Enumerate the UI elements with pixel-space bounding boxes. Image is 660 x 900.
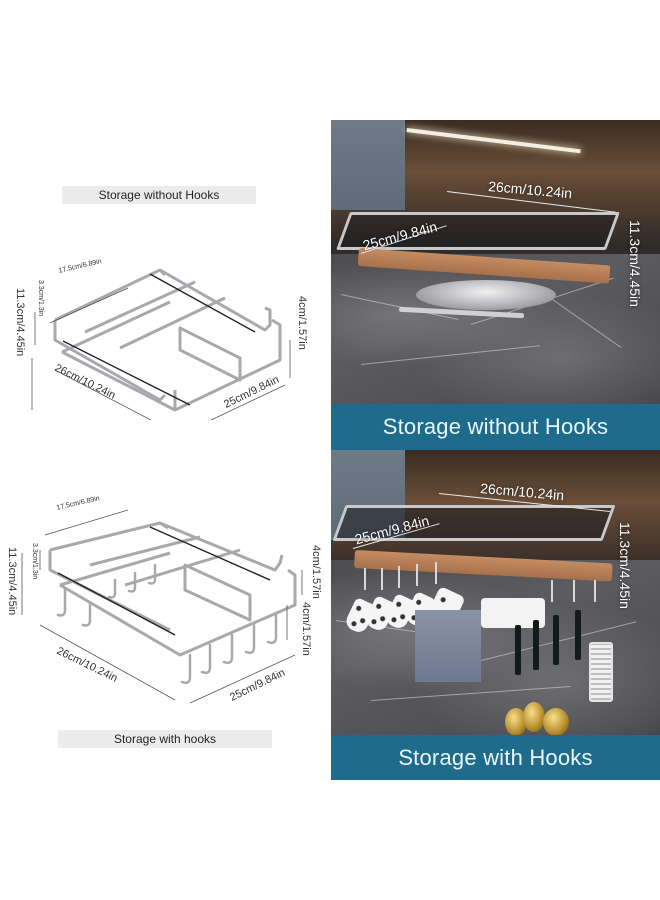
- dim-total-height: 11.3cm/4.45in: [6, 547, 18, 616]
- wall-panel: [331, 120, 405, 210]
- cheese-grater: [589, 642, 613, 702]
- banner-without-hooks: Storage without Hooks: [331, 404, 660, 450]
- photo-panel: 26cm/10.24in 25cm/9.84in 11.3cm/4.45in S…: [331, 120, 660, 780]
- rack-diagram-without-hooks: 17.5cm/6.89in 3.3cm/1.3in 11.3cm/4.45in …: [0, 240, 330, 420]
- marble-backsplash: [331, 254, 660, 404]
- ladle: [505, 708, 527, 735]
- utensil-handle: [533, 620, 539, 670]
- towel: [415, 610, 481, 682]
- photo-dim-height: 11.3cm/4.45in: [627, 220, 643, 307]
- label-storage-without-hooks: Storage without Hooks: [62, 186, 256, 204]
- dim-bar-height: 4cm/1.57in: [296, 296, 308, 350]
- utensil-handle: [553, 615, 559, 665]
- photo-without-hooks: 26cm/10.24in 25cm/9.84in 11.3cm/4.45in: [331, 120, 660, 404]
- pan-lid: [416, 280, 556, 310]
- rack-with-hooks-drawing: [21, 509, 303, 704]
- label-storage-with-hooks: Storage with hooks: [58, 730, 272, 748]
- diagram-panel: Storage without Hooks: [0, 186, 330, 748]
- photo-with-hooks: 26cm/10.24in 25cm/9.84in 11.3cm/4.45in: [331, 450, 660, 735]
- dim-bar-height: 4cm/1.57in: [310, 545, 322, 599]
- photo-dim-height: 11.3cm/4.45in: [617, 522, 633, 609]
- rack-diagram-with-hooks: 17.5cm/6.89in 3.3cm/1.3in 11.3cm/4.45in …: [0, 495, 330, 715]
- dim-hook-height: 4cm/1.57in: [300, 602, 312, 656]
- rack-without-hooks-drawing: [31, 268, 291, 420]
- utensil-handle: [515, 625, 521, 675]
- dim-bracket-height: 3.3cm/1.3in: [37, 280, 44, 317]
- banner-with-hooks: Storage with Hooks: [331, 735, 660, 780]
- utensil-handle: [575, 610, 581, 660]
- ladle: [543, 708, 569, 735]
- ladle: [523, 702, 545, 732]
- dim-total-height: 11.3cm/4.45in: [14, 288, 26, 357]
- dim-bracket-height: 3.3cm/1.3in: [31, 543, 38, 580]
